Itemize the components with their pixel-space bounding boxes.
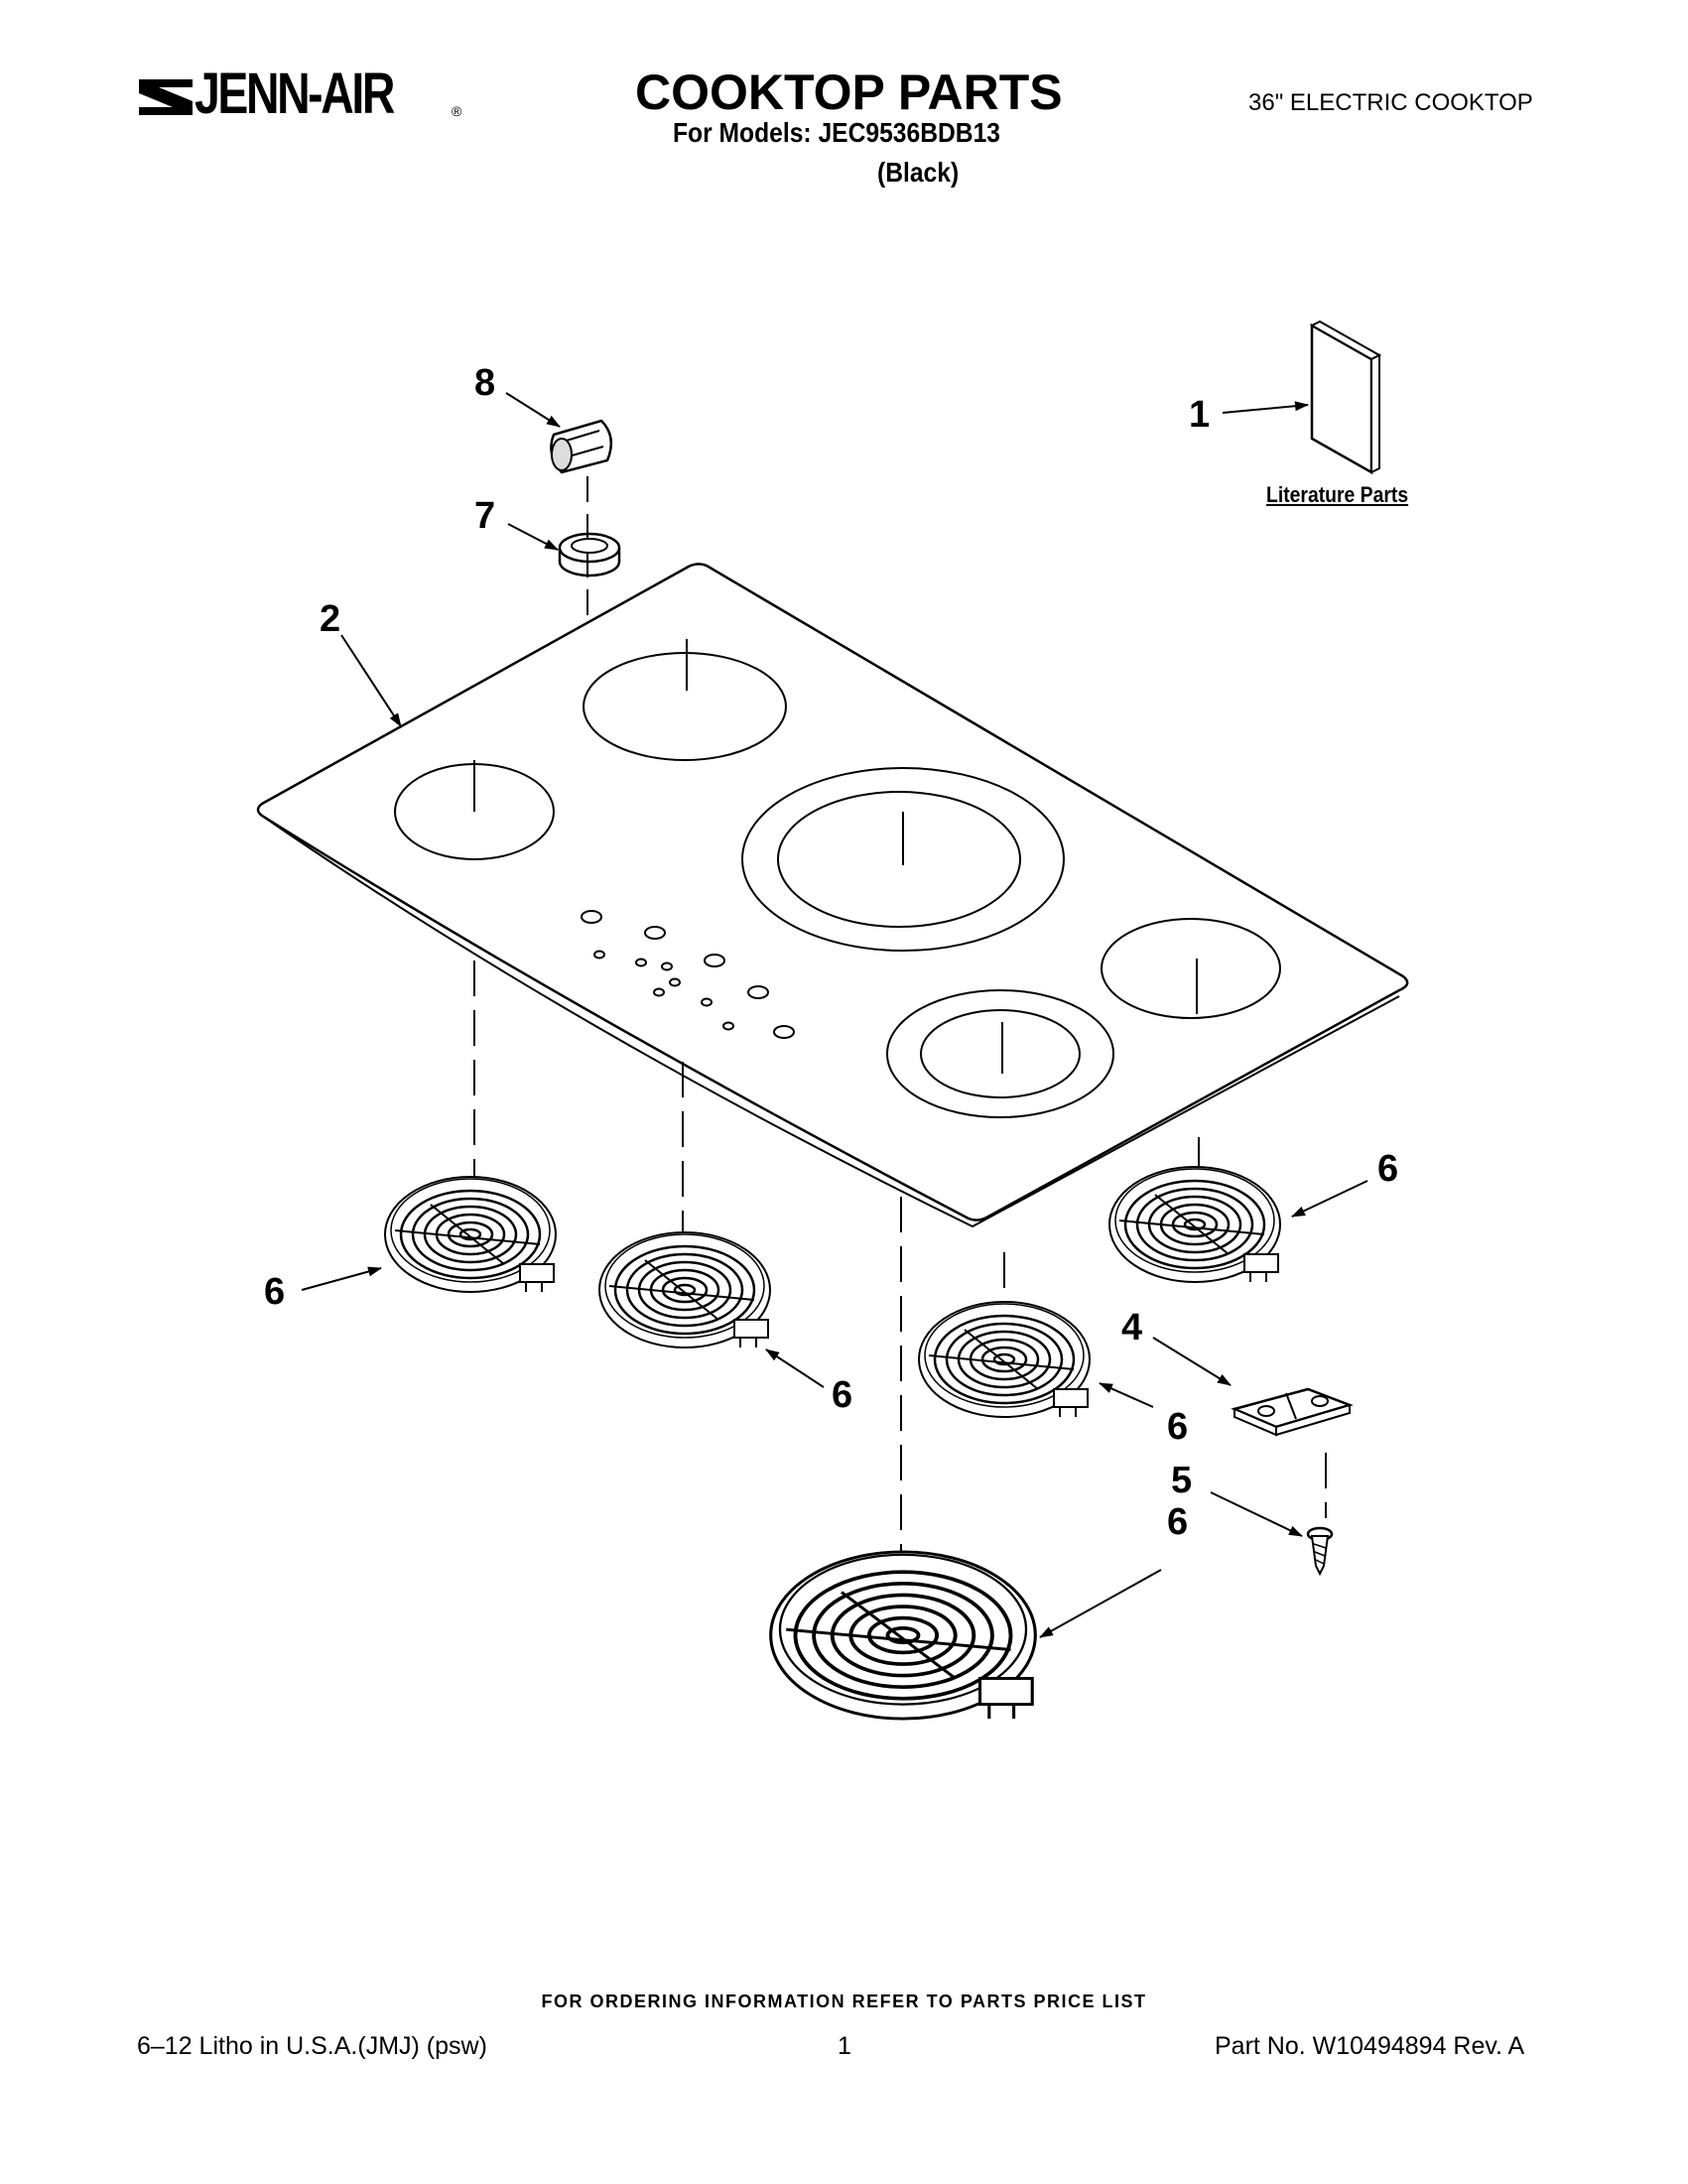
callout-6d: 6: [1377, 1148, 1398, 1190]
callout-6b: 6: [832, 1374, 852, 1416]
callout-6e: 6: [1167, 1501, 1188, 1543]
callout-leader-6a: [301, 1266, 382, 1291]
brand-logo-text: JENN-AIR: [195, 62, 395, 126]
radiant-element-left-rear: [383, 1175, 558, 1294]
jenn-air-logo-icon: [139, 79, 193, 115]
radiant-element-dual-center: [768, 1549, 1038, 1722]
knob-bezel: [558, 532, 621, 578]
callout-6a: 6: [264, 1271, 285, 1313]
callout-leader-8: [505, 392, 561, 428]
callout-leader-6c: [1099, 1382, 1154, 1408]
model-subtitle: For Models: JEC9536BDB13: [673, 117, 1001, 148]
callout-4: 4: [1121, 1307, 1142, 1349]
callout-leader-6e: [1039, 1569, 1162, 1638]
callout-7: 7: [474, 495, 495, 537]
radiant-element-right-rear: [1107, 1165, 1282, 1284]
mounting-screw: [1306, 1526, 1334, 1577]
callout-leader-7: [507, 523, 559, 551]
callout-leader-2: [340, 634, 402, 727]
page-title: COOKTOP PARTS: [635, 64, 1063, 120]
color-note: (Black): [877, 157, 960, 188]
control-knob: [550, 419, 613, 474]
callout-2: 2: [320, 598, 340, 640]
radiant-element-center-front: [917, 1300, 1092, 1419]
literature-parts-label: Literature Parts: [1266, 482, 1409, 507]
callout-8: 8: [474, 362, 495, 404]
mounting-bracket: [1231, 1387, 1354, 1437]
callout-leader-6b: [765, 1349, 825, 1388]
callout-leader-5: [1210, 1491, 1303, 1537]
callout-leader-4: [1152, 1337, 1232, 1386]
callout-leader-6d: [1291, 1180, 1368, 1218]
callout-6c: 6: [1167, 1406, 1188, 1448]
callout-1: 1: [1189, 394, 1210, 436]
callout-5: 5: [1171, 1460, 1192, 1501]
callout-leader-1: [1222, 401, 1309, 414]
litho-note: 6–12 Litho in U.S.A.(JMJ) (psw): [137, 2032, 487, 2060]
glass-cooktop: [256, 563, 1409, 1228]
ordering-info-note: FOR ORDERING INFORMATION REFER TO PARTS …: [541, 1991, 1147, 2011]
brand-registered-mark: ®: [452, 103, 462, 119]
part-number: Part No. W10494894 Rev. A: [1215, 2032, 1525, 2060]
radiant-element-left-front: [597, 1230, 772, 1349]
page-number: 1: [838, 2032, 851, 2060]
model-type-label: 36" ELECTRIC COOKTOP: [1248, 89, 1533, 116]
literature-booklet: [1309, 320, 1382, 475]
